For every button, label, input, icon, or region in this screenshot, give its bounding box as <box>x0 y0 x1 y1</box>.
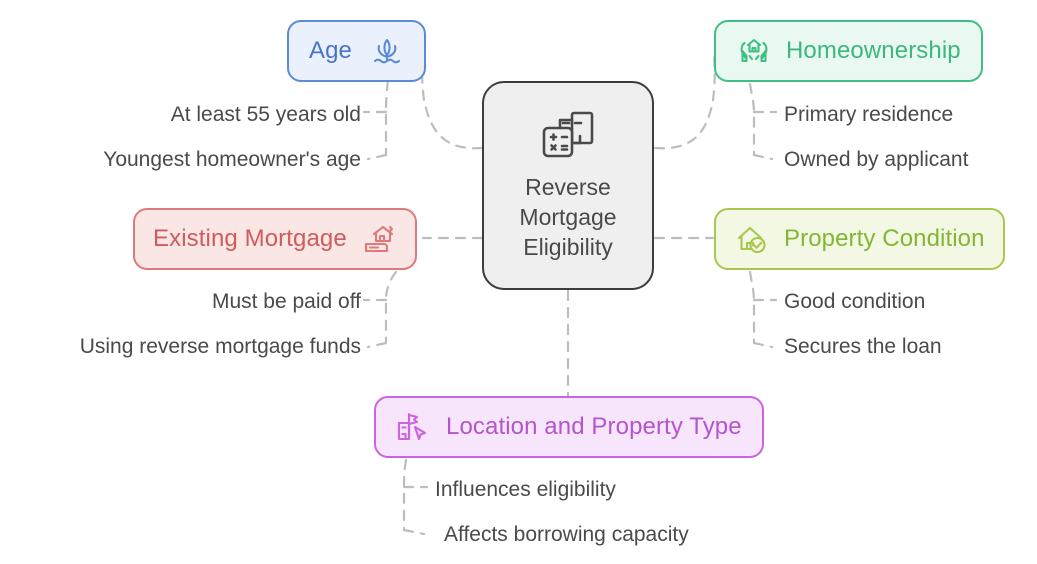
central-label-line-3: Eligibility <box>523 233 613 260</box>
branch-node-homeownership[interactable]: Homeownership <box>714 20 983 82</box>
lotus-plant-icon <box>370 34 404 68</box>
leaf-location-0: Influences eligibility <box>435 478 616 501</box>
branch-label-homeownership: Homeownership <box>786 37 961 64</box>
branch-label-location-and-property-type: Location and Property Type <box>446 413 742 440</box>
buildings-cursor-icon <box>396 410 432 444</box>
house-check-icon <box>734 222 770 256</box>
link-mortgage-leaf-1 <box>366 341 388 349</box>
leaf-property-condition-0: Good condition <box>784 290 926 313</box>
branch-label-existing-mortgage: Existing Mortgage <box>153 225 347 252</box>
leaf-homeownership-1: Owned by applicant <box>784 148 969 171</box>
link-location-trunk <box>402 458 408 532</box>
central-node-label: Reverse Mortgage Eligibility <box>519 172 616 262</box>
calculator-finance-icon <box>536 110 600 162</box>
leaf-existing-mortgage-0: Must be paid off <box>211 290 361 313</box>
leaf-property-condition-1: Secures the loan <box>784 335 942 358</box>
link-age-leaf-1 <box>366 153 388 161</box>
leaf-age-1: Youngest homeowner's age <box>103 148 361 171</box>
hands-holding-house-icon <box>736 34 772 68</box>
branch-node-existing-mortgage[interactable]: Existing Mortgage <box>133 208 417 270</box>
link-center-homeownership <box>653 48 718 150</box>
house-document-icon <box>361 222 397 256</box>
link-center-age <box>419 48 484 150</box>
leaf-location-1: Affects borrowing capacity <box>444 523 689 546</box>
leaf-age-0: At least 55 years old <box>170 103 361 126</box>
central-label-line-2: Mortgage <box>519 203 617 230</box>
link-property-leaf-1 <box>752 341 774 349</box>
central-label-line-1: Reverse <box>525 173 611 200</box>
link-location-leaf-1 <box>402 528 426 536</box>
link-mortgage-trunk <box>384 270 398 345</box>
link-property-trunk <box>748 270 756 345</box>
leaf-existing-mortgage-1: Using reverse mortgage funds <box>79 335 361 358</box>
branch-node-age[interactable]: Age <box>287 20 427 82</box>
link-home-leaf-1 <box>752 153 774 161</box>
link-home-trunk <box>748 82 756 157</box>
branch-node-location-and-property-type[interactable]: Location and Property Type <box>374 396 764 458</box>
central-node-reverse-mortgage-eligibility[interactable]: Reverse Mortgage Eligibility <box>482 81 654 290</box>
branch-label-property-condition: Property Condition <box>784 225 985 252</box>
branch-node-property-condition[interactable]: Property Condition <box>714 208 1005 270</box>
branch-label-age: Age <box>309 37 353 64</box>
leaf-homeownership-0: Primary residence <box>784 103 954 126</box>
